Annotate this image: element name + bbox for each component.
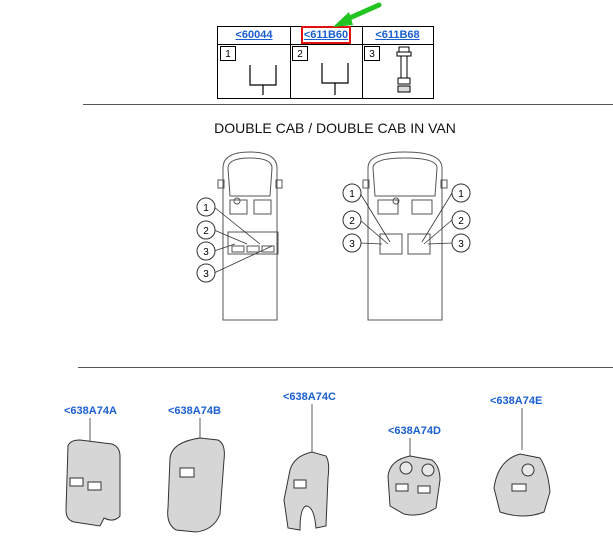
fork-tool-icon	[249, 65, 277, 95]
callout-2: 2	[349, 216, 355, 227]
part-link-60044[interactable]: <60044	[235, 29, 273, 41]
component-e-image	[493, 453, 551, 517]
arrow-pointer-icon	[333, 2, 382, 27]
callout-3: 3	[349, 239, 355, 250]
part-link-611B60[interactable]: <611B60	[300, 26, 352, 44]
component-link-638A74B[interactable]: <638A74B	[168, 405, 221, 417]
callout-1: 1	[203, 203, 209, 214]
divider-top	[83, 104, 613, 105]
component-a-image	[65, 439, 121, 527]
callout-3: 3	[203, 269, 209, 280]
component-b-image	[167, 437, 225, 533]
component-link-638A74D[interactable]: <638A74D	[388, 425, 441, 437]
parts-cell-2: <611B60 2	[290, 26, 363, 98]
callout-1: 1	[458, 189, 464, 200]
part-number-2: 2	[292, 46, 308, 61]
van-outline-left	[217, 151, 283, 321]
callout-2: 2	[458, 216, 464, 227]
callout-3: 3	[458, 239, 464, 250]
callout-1: 1	[349, 189, 355, 200]
section-title: DOUBLE CAB / DOUBLE CAB IN VAN	[214, 120, 456, 136]
bolt-tool-icon	[396, 46, 412, 93]
parts-cell-3: <611B68 3	[362, 27, 433, 98]
component-d-image	[387, 455, 441, 516]
parts-cell-1: <60044 1	[218, 27, 291, 98]
part-link-611B68[interactable]: <611B68	[375, 29, 420, 41]
part-number-3: 3	[364, 46, 380, 61]
fork-tool-icon	[321, 63, 349, 95]
seat-location-diagram: 1 2 3 3 1 2 3 1 2 3	[196, 151, 471, 321]
component-c-image	[283, 451, 330, 531]
van-outline-right	[362, 151, 448, 321]
component-link-638A74E[interactable]: <638A74E	[490, 395, 543, 407]
callout-2: 2	[203, 226, 209, 237]
divider-bottom	[78, 367, 613, 368]
parts-table: <60044 1 <611B60 2 <611B68 3	[217, 26, 434, 99]
callout-3: 3	[203, 247, 209, 258]
component-link-638A74A[interactable]: <638A74A	[64, 405, 117, 417]
part-number-1: 1	[220, 46, 236, 61]
component-link-638A74C[interactable]: <638A74C	[283, 391, 336, 403]
